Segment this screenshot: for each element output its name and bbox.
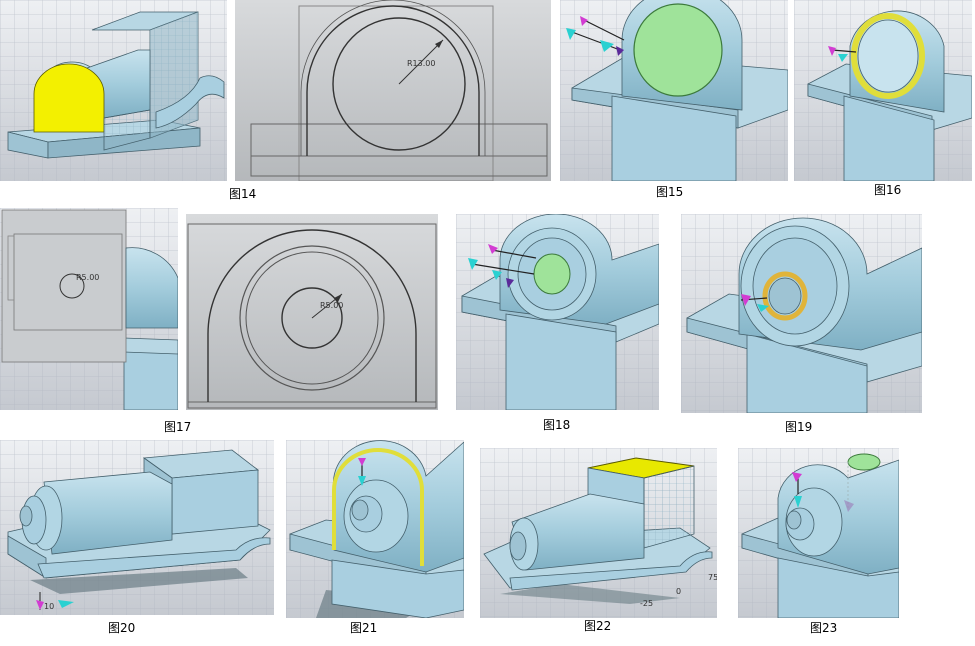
radius-label-small: R5.00 xyxy=(76,273,99,282)
axis-label: 10 xyxy=(44,602,54,611)
figure-18-model-view xyxy=(456,214,659,410)
figure-22-model-view: 75 0 -25 xyxy=(480,448,717,618)
figure-15-model-view xyxy=(560,0,788,181)
grid-label-b: 0 xyxy=(676,587,681,596)
figure-20-caption: 图20 xyxy=(108,621,136,635)
figure-22-caption: 图22 xyxy=(584,619,612,633)
figure-21-caption: 图21 xyxy=(350,621,378,635)
grid-label-c: -25 xyxy=(640,599,653,608)
figure-14-caption: 图14 xyxy=(229,187,257,201)
figure-19-caption: 图19 xyxy=(785,420,813,434)
figure-17-caption: 图17 xyxy=(164,420,192,434)
figure-23-model-view xyxy=(738,448,899,618)
figure-21-model-view xyxy=(286,440,464,618)
figure-23-caption: 图23 xyxy=(810,621,838,635)
figure-20-model-view: 10 xyxy=(0,440,274,615)
radius-label: R5.00 xyxy=(320,301,343,310)
figure-18-caption: 图18 xyxy=(543,418,571,432)
figure-19-model-view xyxy=(681,214,922,413)
grid-label-a: 75 xyxy=(708,573,717,582)
radius-label: R13.00 xyxy=(407,59,435,68)
figure-14-sketch: R13.00 xyxy=(235,0,551,181)
figure-15-caption: 图15 xyxy=(656,185,684,199)
figure-16-caption: 图16 xyxy=(874,183,902,197)
figure-17-sketch: R5.00 xyxy=(186,214,438,410)
figure-17-model-view: R5.00 xyxy=(0,208,178,410)
figure-16-model-view xyxy=(794,0,972,181)
figure-14-model-view xyxy=(0,0,227,181)
